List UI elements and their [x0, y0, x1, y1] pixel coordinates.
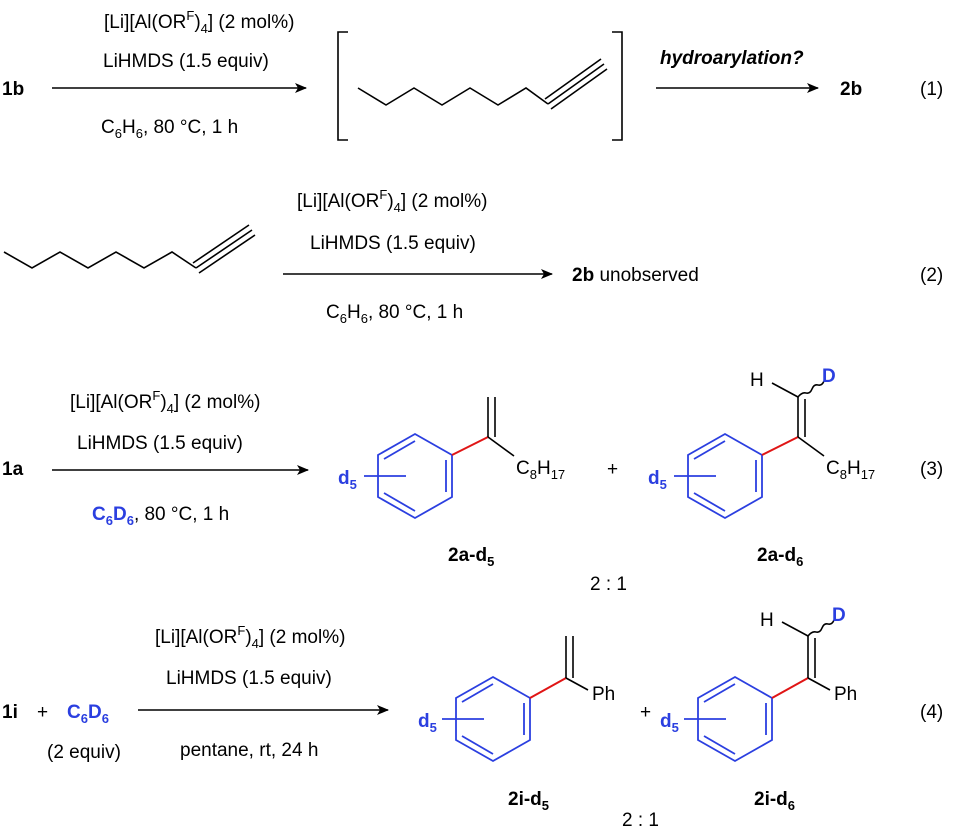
equation-number-2: (2) — [920, 265, 943, 286]
deuterated-benzene-ring — [377, 432, 453, 520]
d5-label: d5 — [660, 711, 679, 735]
eq1-catalyst-condition: [Li][Al(ORF)4] (2 mol%) — [104, 8, 294, 36]
product-2b-unobserved: 2b unobserved — [572, 265, 699, 286]
equation-1: 1b [Li][Al(ORF)4] (2 mol%) LiHMDS (1.5 e… — [2, 8, 943, 141]
octyl-group-label: C8H17 — [516, 458, 565, 482]
deuterium-label: D — [832, 605, 846, 626]
eq2-base-condition: LiHMDS (1.5 equiv) — [310, 233, 476, 254]
phenyl-bond — [807, 677, 831, 691]
reagent-c6d6: C6D6 — [67, 702, 109, 726]
new-c-c-bond — [771, 677, 809, 699]
vinyl-h-label: H — [760, 610, 774, 631]
equation-number-4: (4) — [920, 702, 943, 723]
eq2-solvent-condition: C6H6, 80 °C, 1 h — [326, 302, 463, 326]
alkyl-bond — [487, 436, 515, 457]
alkyl-chain-bonds — [357, 87, 549, 106]
eq4-solvent-condition: pentane, rt, 24 h — [180, 740, 318, 761]
new-c-c-bond — [529, 677, 567, 699]
plus-sign-reactants: + — [37, 702, 48, 723]
deuterated-benzene-ring — [687, 432, 763, 520]
d5-label: d5 — [648, 468, 667, 492]
equation-3: 1a [Li][Al(ORF)4] (2 mol%) LiHMDS (1.5 e… — [2, 366, 943, 595]
equation-4: 1i + C6D6 (2 equiv) [Li][Al(ORF)4] (2 mo… — [2, 605, 943, 829]
alkyne-triple-bond — [544, 58, 608, 110]
plus-sign-eq3: + — [607, 459, 618, 480]
product-ratio-eq3: 2 : 1 — [590, 574, 627, 595]
phenyl-bond — [565, 677, 589, 691]
new-c-c-bond — [761, 436, 799, 456]
phenyl-label: Ph — [834, 684, 857, 705]
product-2i-d6-structure: d5 H D Ph — [660, 605, 857, 763]
octyl-group-label: C8H17 — [826, 458, 875, 482]
eq1-solvent-condition: C6H6, 80 °C, 1 h — [101, 117, 238, 141]
eq4-base-condition: LiHMDS (1.5 equiv) — [166, 668, 332, 689]
eq3-base-condition: LiHMDS (1.5 equiv) — [77, 433, 243, 454]
octyne-triple-bond — [192, 224, 256, 274]
plus-sign-products: + — [640, 702, 651, 723]
reactant-1a: 1a — [2, 459, 24, 480]
vinyl-h-label: H — [750, 370, 764, 391]
alkyl-bond — [797, 436, 825, 457]
compound-label-2i-d6: 2i-d6 — [754, 789, 795, 813]
compound-label-2a-d5: 2a-d5 — [448, 545, 494, 569]
equation-number-1: (1) — [920, 79, 943, 100]
d5-label: d5 — [338, 468, 357, 492]
equation-number-3: (3) — [920, 459, 943, 480]
eq2-catalyst-condition: [Li][Al(ORF)4] (2 mol%) — [297, 187, 487, 215]
d5-label: d5 — [418, 711, 437, 735]
product-2a-d5-structure: d5 C8H17 — [338, 397, 565, 520]
eq4-catalyst-condition: [Li][Al(ORF)4] (2 mol%) — [155, 623, 345, 651]
product-2b: 2b — [840, 79, 862, 100]
wavy-bond — [797, 380, 825, 398]
octyne-chain-bonds — [3, 251, 197, 269]
compound-label-2i-d5: 2i-d5 — [508, 789, 549, 813]
right-bracket — [612, 31, 623, 141]
product-2i-d5-structure: d5 Ph — [418, 636, 615, 763]
reactant-1b: 1b — [2, 79, 24, 100]
equation-2: [Li][Al(ORF)4] (2 mol%) LiHMDS (1.5 equi… — [3, 187, 943, 326]
wavy-bond — [807, 619, 835, 637]
product-2a-d6-structure: d5 H D C8H17 — [648, 366, 875, 520]
vinyl-h-bond — [781, 621, 809, 637]
deuterium-label: D — [822, 366, 836, 387]
new-c-c-bond — [451, 436, 489, 456]
aromatic-inner-bonds — [383, 440, 447, 512]
deuterated-benzene-ring — [455, 675, 531, 763]
hydroarylation-question-label: hydroarylation? — [660, 48, 804, 69]
reagent-equivalents: (2 equiv) — [47, 742, 121, 763]
eq1-base-condition: LiHMDS (1.5 equiv) — [103, 51, 269, 72]
deuterated-benzene-ring — [697, 675, 773, 763]
vinyl-h-bond — [771, 382, 799, 398]
eq3-solvent-condition: C6D6, 80 °C, 1 h — [92, 504, 229, 528]
eq3-catalyst-condition: [Li][Al(ORF)4] (2 mol%) — [70, 388, 260, 416]
product-ratio-eq4: 2 : 1 — [622, 810, 659, 829]
phenyl-label: Ph — [592, 684, 615, 705]
reactant-1i: 1i — [2, 702, 18, 723]
compound-label-2a-d6: 2a-d6 — [757, 545, 803, 569]
left-bracket — [337, 31, 348, 141]
